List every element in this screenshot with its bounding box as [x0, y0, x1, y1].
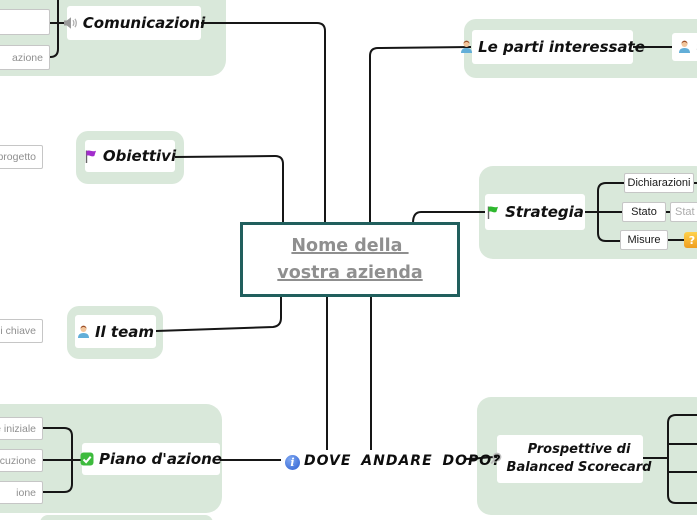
subtopic-label: Stato [631, 206, 657, 218]
subtopic-label: li chiave [0, 325, 36, 337]
central-topic-title-line1: Nome della [291, 236, 409, 257]
subtopic-label: ione [16, 486, 36, 499]
topic-label-line1: Prospettive di [527, 442, 631, 458]
subtopic-cut-fase-iniziale[interactable]: ase iniziale [0, 417, 43, 440]
topic-comunicazioni[interactable]: Comunicazioni [63, 6, 205, 40]
subtopic-label: secuzione [0, 454, 36, 467]
topic-dove-andare-dopo[interactable]: DOVE ANDARE DOPO? [304, 453, 502, 469]
subtopic-label: Dichiarazioni [627, 177, 691, 189]
purple-flag-icon [84, 149, 98, 164]
magnifier-icon [489, 452, 503, 466]
subtopic-dichiarazioni[interactable]: Dichiarazioni [624, 173, 694, 193]
topic-label: Il team [94, 322, 155, 341]
subtopic-cut-esecuzione[interactable]: secuzione [0, 449, 43, 472]
subtopic-label: ase iniziale [0, 422, 36, 435]
central-topic-title-line2: vostra azienda [277, 262, 423, 283]
question-mark-icon[interactable]: ? [684, 232, 697, 248]
topic-label: Obiettivi [102, 147, 177, 165]
topic-strategia[interactable]: Strategia [485, 194, 585, 230]
subtopic-stato[interactable]: Stato [622, 202, 666, 222]
subtopic-label: Misure [627, 234, 661, 246]
topic-label: Piano d'azione [99, 450, 222, 468]
subtopic-cut-progetto[interactable]: l progetto [0, 145, 43, 169]
subtopic-cut-chiave[interactable]: li chiave [0, 319, 43, 343]
green-flag-icon [486, 205, 500, 220]
topic-il-team[interactable]: Il team [75, 315, 156, 348]
topic-label: Le parti interessate [478, 38, 645, 56]
branch-panel-bottom-cut [40, 515, 213, 520]
subtopic-label: l progetto [0, 151, 36, 163]
subtopic-cut-empty[interactable] [0, 9, 50, 35]
subtopic-label: azione [12, 51, 43, 64]
speaker-icon [63, 16, 78, 30]
subtopic-cut-ione[interactable]: ione [0, 481, 43, 504]
topic-label: Comunicazioni [82, 14, 206, 32]
topic-label-line2: Balanced Scorecard [506, 460, 652, 475]
person-icon [460, 40, 473, 54]
topic-label: Strategia [505, 203, 584, 221]
info-icon: i [285, 455, 300, 470]
topic-parti-interessate[interactable]: Le parti interessate [461, 30, 645, 64]
central-topic[interactable]: Nome della vostra azienda [240, 222, 460, 297]
subtopic-label: Stat [675, 206, 695, 218]
subtopic-stato-placeholder-cut[interactable]: Stat [670, 202, 697, 222]
topic-prospettive-balanced-scorecard[interactable]: Prospettive di Balanced Scorecard [490, 435, 651, 483]
check-icon [80, 452, 94, 466]
topic-piano-azione[interactable]: Piano d'azione [80, 443, 222, 475]
subtopic-stakeholder-cut[interactable]: S [672, 33, 697, 61]
subtopic-cut-azione[interactable]: azione [0, 45, 50, 70]
subtopic-misure[interactable]: Misure [620, 230, 668, 250]
topic-obiettivi[interactable]: Obiettivi [84, 140, 177, 172]
person-icon [77, 325, 90, 339]
person-icon [678, 40, 691, 54]
